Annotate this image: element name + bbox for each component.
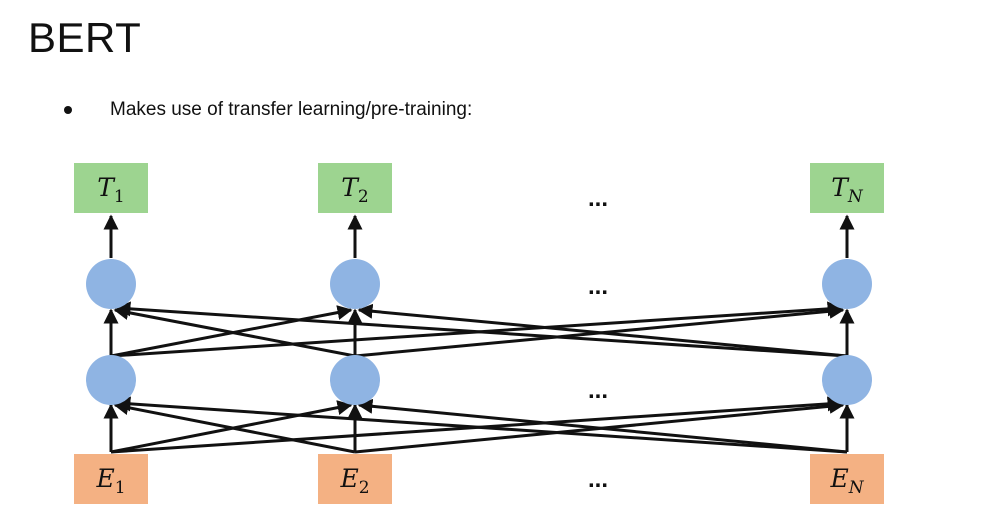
ellipsis-layer2: ...	[588, 273, 608, 300]
output-sub-2: 2	[358, 187, 369, 207]
input-embedding-box: E1	[74, 454, 148, 504]
input-sub-2: 2	[359, 478, 370, 498]
input-embedding-box: E2	[318, 454, 392, 504]
arrow-l1-1-to-l2-2	[110, 305, 353, 358]
layer1-node-n	[822, 355, 872, 405]
slide-title: BERT	[28, 14, 142, 61]
arrow-l1-2-to-l2-n	[354, 303, 845, 358]
output-label-2: T2	[341, 173, 369, 207]
arrow-in-1-to-l1-n	[110, 396, 843, 454]
ellipsis-layer1: ...	[588, 377, 608, 404]
output-label-n: TN	[831, 173, 864, 207]
input-box-2	[318, 454, 392, 504]
input-letter-1: E	[95, 464, 114, 493]
output-box-n	[810, 163, 884, 213]
output-label-1: T1	[97, 173, 125, 207]
layer2-node-n	[822, 259, 872, 309]
output-letter-2: T	[341, 173, 360, 202]
input-embedding-box: EN	[810, 454, 884, 504]
arrow-in-1-to-l1-2	[110, 400, 353, 454]
input-label-1: E1	[95, 464, 125, 498]
output-box-1	[74, 163, 148, 213]
output-token-box: T1	[74, 163, 148, 213]
arrow-l1-1-to-l2-n	[110, 301, 843, 358]
input-sub-n: N	[848, 478, 865, 498]
bullet-item: Makes use of transfer learning/pre-train…	[64, 98, 472, 122]
layer1-node-1	[86, 355, 136, 405]
output-token-box: T2	[318, 163, 392, 213]
arrow-in-2-to-l1-n	[354, 398, 845, 454]
input-sub-1: 1	[115, 478, 126, 498]
output-letter-1: T	[97, 173, 116, 202]
connection-arrows	[103, 214, 855, 454]
layer1-node-2	[330, 355, 380, 405]
ellipsis-input: ...	[588, 466, 608, 493]
output-sub-n: N	[847, 187, 864, 207]
bullet-dot-icon	[64, 106, 72, 114]
input-letter-2: E	[339, 464, 358, 493]
ellipsis-output: ...	[588, 185, 608, 212]
output-letter-n: T	[831, 173, 850, 202]
bullet-text: Makes use of transfer learning/pre-train…	[110, 99, 473, 120]
input-label-n: EN	[829, 464, 864, 498]
input-box-1	[74, 454, 148, 504]
input-box-n	[810, 454, 884, 504]
layer2-node-1	[86, 259, 136, 309]
input-letter-n: E	[829, 464, 848, 493]
output-sub-1: 1	[114, 187, 125, 207]
input-label-2: E2	[339, 464, 369, 498]
layer2-node-2	[330, 259, 380, 309]
output-box-2	[318, 163, 392, 213]
output-token-box: TN	[810, 163, 884, 213]
